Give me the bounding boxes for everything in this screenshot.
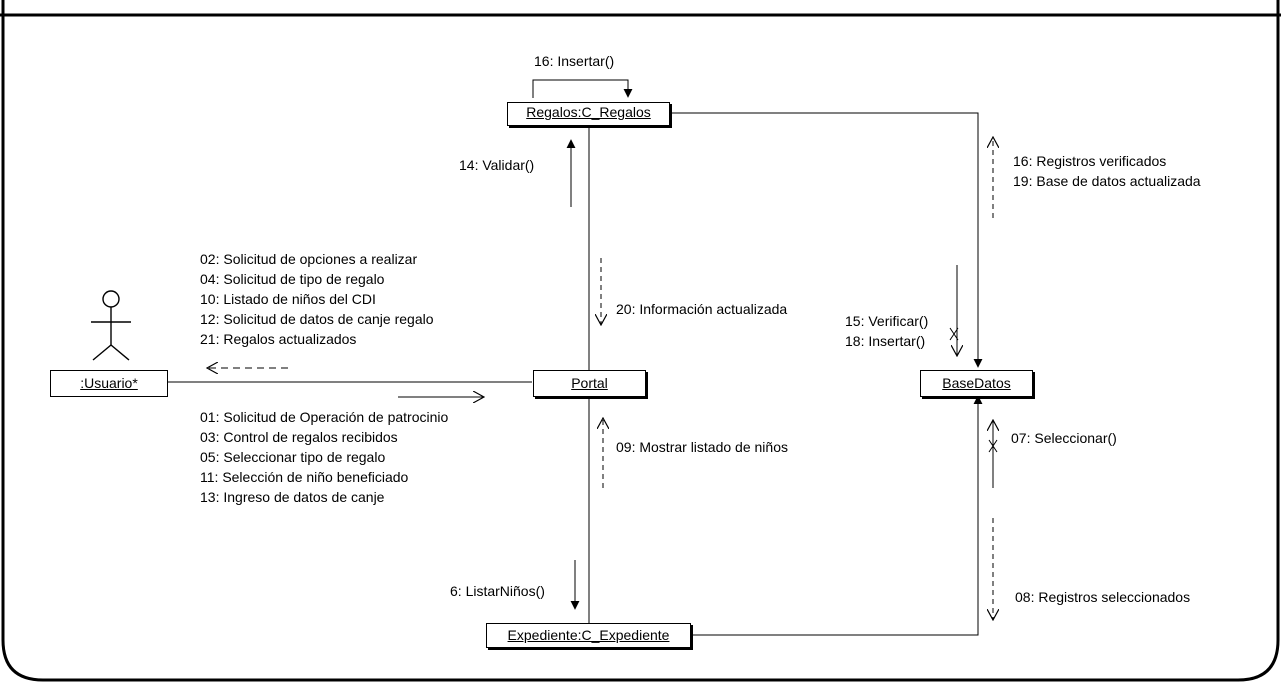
object-portal-label: Portal xyxy=(571,375,608,391)
message-line: 13: Ingreso de datos de canje xyxy=(200,489,385,505)
message-line: 11: Selección de niño beneficiado xyxy=(200,469,409,485)
label-registros-seleccionados: 08: Registros seleccionados xyxy=(1015,589,1191,605)
message-line: 15: Verificar() xyxy=(845,313,929,329)
message-line: 04: Solicitud de tipo de regalo xyxy=(200,271,385,287)
object-basedatos-label: BaseDatos xyxy=(942,375,1011,391)
actor-usuario-label: :Usuario* xyxy=(80,375,138,391)
label-usuario-responses: 02: Solicitud de opciones a realizar 04:… xyxy=(200,249,434,349)
label-info-actualizada: 20: Información actualizada xyxy=(616,301,788,317)
message-line: 12: Solicitud de datos de canje regalo xyxy=(200,311,434,327)
label-insertar-self: 16: Insertar() xyxy=(534,53,615,69)
destroy-mark-seleccionar xyxy=(988,439,998,453)
object-expediente-label: Expediente:C_Expediente xyxy=(507,627,670,643)
link-regalos-basedatos xyxy=(671,112,983,368)
label-verificar-insertar: 15: Verificar() 18: Insertar() xyxy=(845,311,928,351)
object-basedatos[interactable]: BaseDatos xyxy=(920,370,1033,397)
object-regalos[interactable]: Regalos:C_Regalos xyxy=(507,102,670,126)
label-registros-verificados: 16: Registros verificados 19: Base de da… xyxy=(1013,151,1201,191)
message-line: 05: Seleccionar tipo de regalo xyxy=(200,449,386,465)
object-regalos-prefix: Regalos xyxy=(526,104,578,120)
label-mostrar-listado: 09: Mostrar listado de niños xyxy=(616,439,788,455)
link-expediente-basedatos xyxy=(692,395,983,636)
message-line: 03: Control de regalos recibidos xyxy=(200,429,398,445)
actor-figure xyxy=(91,290,131,361)
message-line: 10: Listado de niños del CDI xyxy=(200,291,376,307)
object-expediente[interactable]: Expediente:C_Expediente xyxy=(486,623,691,648)
message-line: 16: Registros verificados xyxy=(1013,153,1167,169)
object-regalos-class: :C_Regalos xyxy=(577,104,651,120)
message-line: 21: Regalos actualizados xyxy=(200,331,357,347)
message-line: 02: Solicitud de opciones a realizar xyxy=(200,251,418,267)
label-listar-ninos: 6: ListarNiños() xyxy=(450,583,545,599)
label-validar: 14: Validar() xyxy=(459,157,535,173)
destroy-mark-verificar xyxy=(949,327,959,341)
label-usuario-requests: 01: Solicitud de Operación de patrocinio… xyxy=(200,407,448,507)
actor-usuario[interactable]: :Usuario* xyxy=(50,370,168,397)
label-seleccionar: 07: Seleccionar() xyxy=(1011,430,1117,446)
message-line: 01: Solicitud de Operación de patrocinio xyxy=(200,409,449,425)
object-portal[interactable]: Portal xyxy=(533,370,646,397)
message-line: 19: Base de datos actualizada xyxy=(1013,173,1201,189)
self-message-insertar xyxy=(532,79,633,98)
message-line: 18: Insertar() xyxy=(845,333,926,349)
